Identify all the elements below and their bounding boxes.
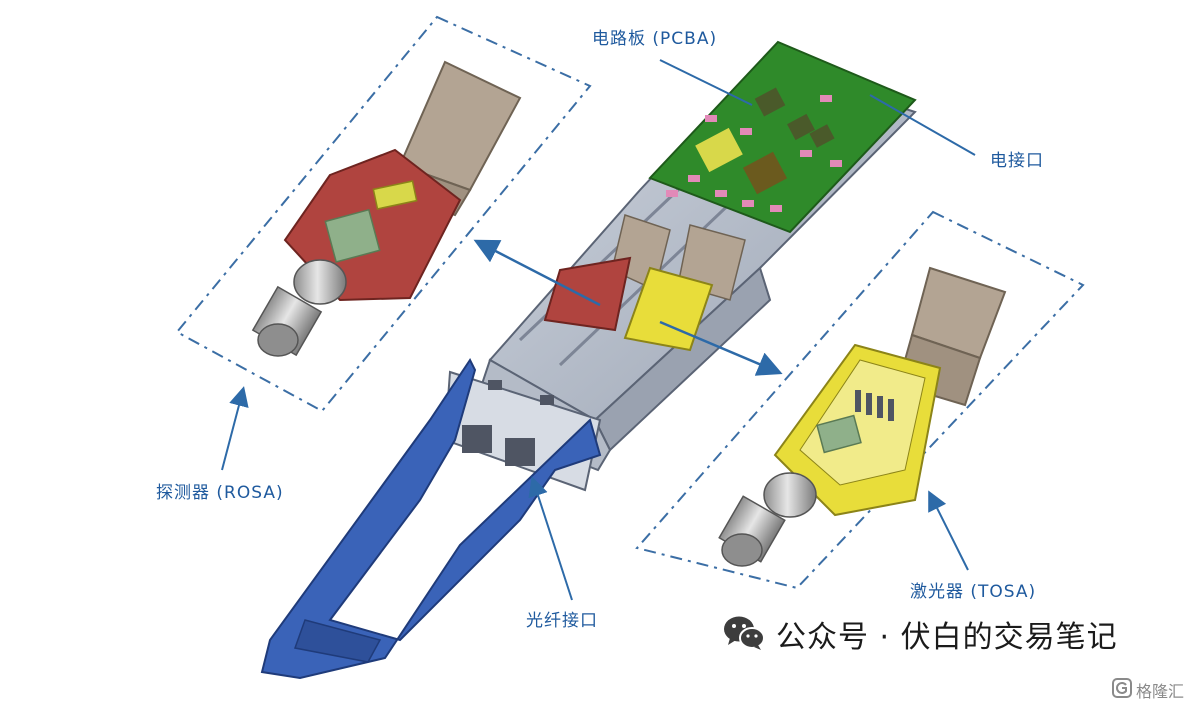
blue-bail-latch	[260, 358, 602, 680]
label-electrical-interface: 电接口	[990, 151, 1044, 171]
arrow-tosa-label	[928, 490, 969, 571]
pcba-board	[648, 40, 917, 234]
arrow-rosa-exploded	[473, 239, 601, 307]
rosa-dashed-box	[175, 15, 592, 413]
leader-pcba	[659, 59, 753, 106]
tosa-dashed-box	[635, 210, 1085, 590]
corner-watermark-text: 格隆汇	[1136, 682, 1185, 701]
rosa-block-in-housing	[543, 256, 632, 332]
label-pcba: 电路板 (PCBA)	[592, 29, 718, 49]
arrow-rosa-label	[221, 386, 249, 471]
rosa-component	[251, 60, 522, 357]
tosa-component	[718, 266, 1007, 567]
wechat-icon	[722, 612, 766, 656]
arrow-fiber-interface	[528, 476, 573, 601]
watermark-text: 公众号 · 伏白的交易笔记	[776, 620, 1118, 655]
g-logo-icon	[1112, 678, 1132, 702]
label-rosa: 探测器 (ROSA)	[156, 483, 284, 503]
corner-watermark: 格隆汇	[1112, 678, 1184, 702]
wechat-watermark: 公众号 · 伏白的交易笔记	[722, 612, 1118, 656]
arrow-tosa-exploded	[659, 320, 783, 376]
tosa-block-in-housing	[623, 266, 714, 352]
label-fiber-interface: 光纤接口	[526, 611, 598, 631]
leader-electrical-interface	[869, 94, 976, 156]
label-tosa: 激光器 (TOSA)	[910, 582, 1037, 602]
